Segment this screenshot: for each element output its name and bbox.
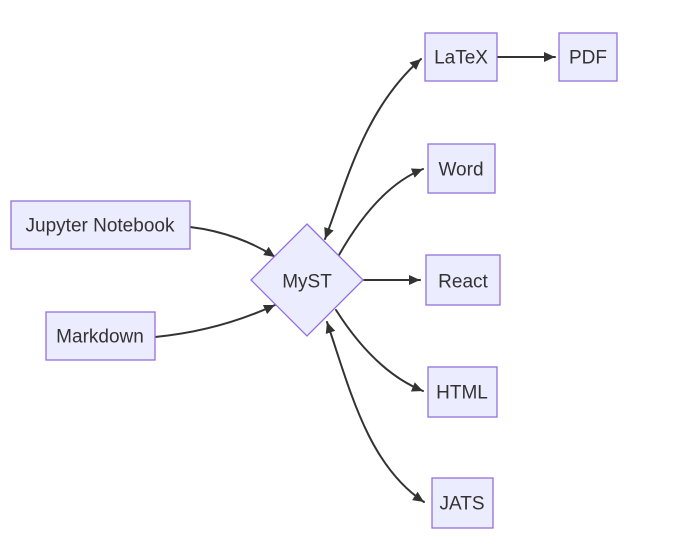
edge-myst-latex-bidirectional bbox=[324, 58, 422, 240]
node-html: HTML bbox=[427, 366, 498, 418]
node-myst-label: MyST bbox=[282, 272, 332, 293]
node-jupyter-notebook-label: Jupyter Notebook bbox=[26, 216, 175, 237]
node-markdown: Markdown bbox=[45, 311, 156, 361]
edge-jupyter-to-myst bbox=[189, 226, 276, 258]
node-word: Word bbox=[427, 143, 496, 194]
node-markdown-label: Markdown bbox=[56, 327, 144, 348]
edge-myst-to-word bbox=[338, 168, 424, 256]
node-group: Jupyter Notebook Markdown MyST LaTeX PDF bbox=[10, 32, 618, 529]
edge-markdown-to-myst bbox=[154, 304, 276, 338]
node-myst: MyST bbox=[250, 223, 364, 337]
node-pdf-label: PDF bbox=[569, 48, 607, 69]
node-jupyter-notebook: Jupyter Notebook bbox=[10, 200, 191, 250]
node-html-label: HTML bbox=[436, 383, 488, 404]
node-word-label: Word bbox=[438, 160, 483, 181]
node-jats: JATS bbox=[431, 477, 494, 529]
edge-myst-to-html bbox=[335, 309, 424, 392]
node-react: React bbox=[425, 254, 501, 306]
node-latex-label: LaTeX bbox=[434, 48, 488, 69]
node-react-label: React bbox=[438, 272, 488, 293]
node-latex: LaTeX bbox=[424, 32, 498, 82]
edge-group bbox=[154, 52, 556, 503]
edge-myst-jats-bidirectional bbox=[325, 321, 425, 503]
node-jats-label: JATS bbox=[439, 494, 484, 515]
node-pdf: PDF bbox=[558, 32, 618, 82]
